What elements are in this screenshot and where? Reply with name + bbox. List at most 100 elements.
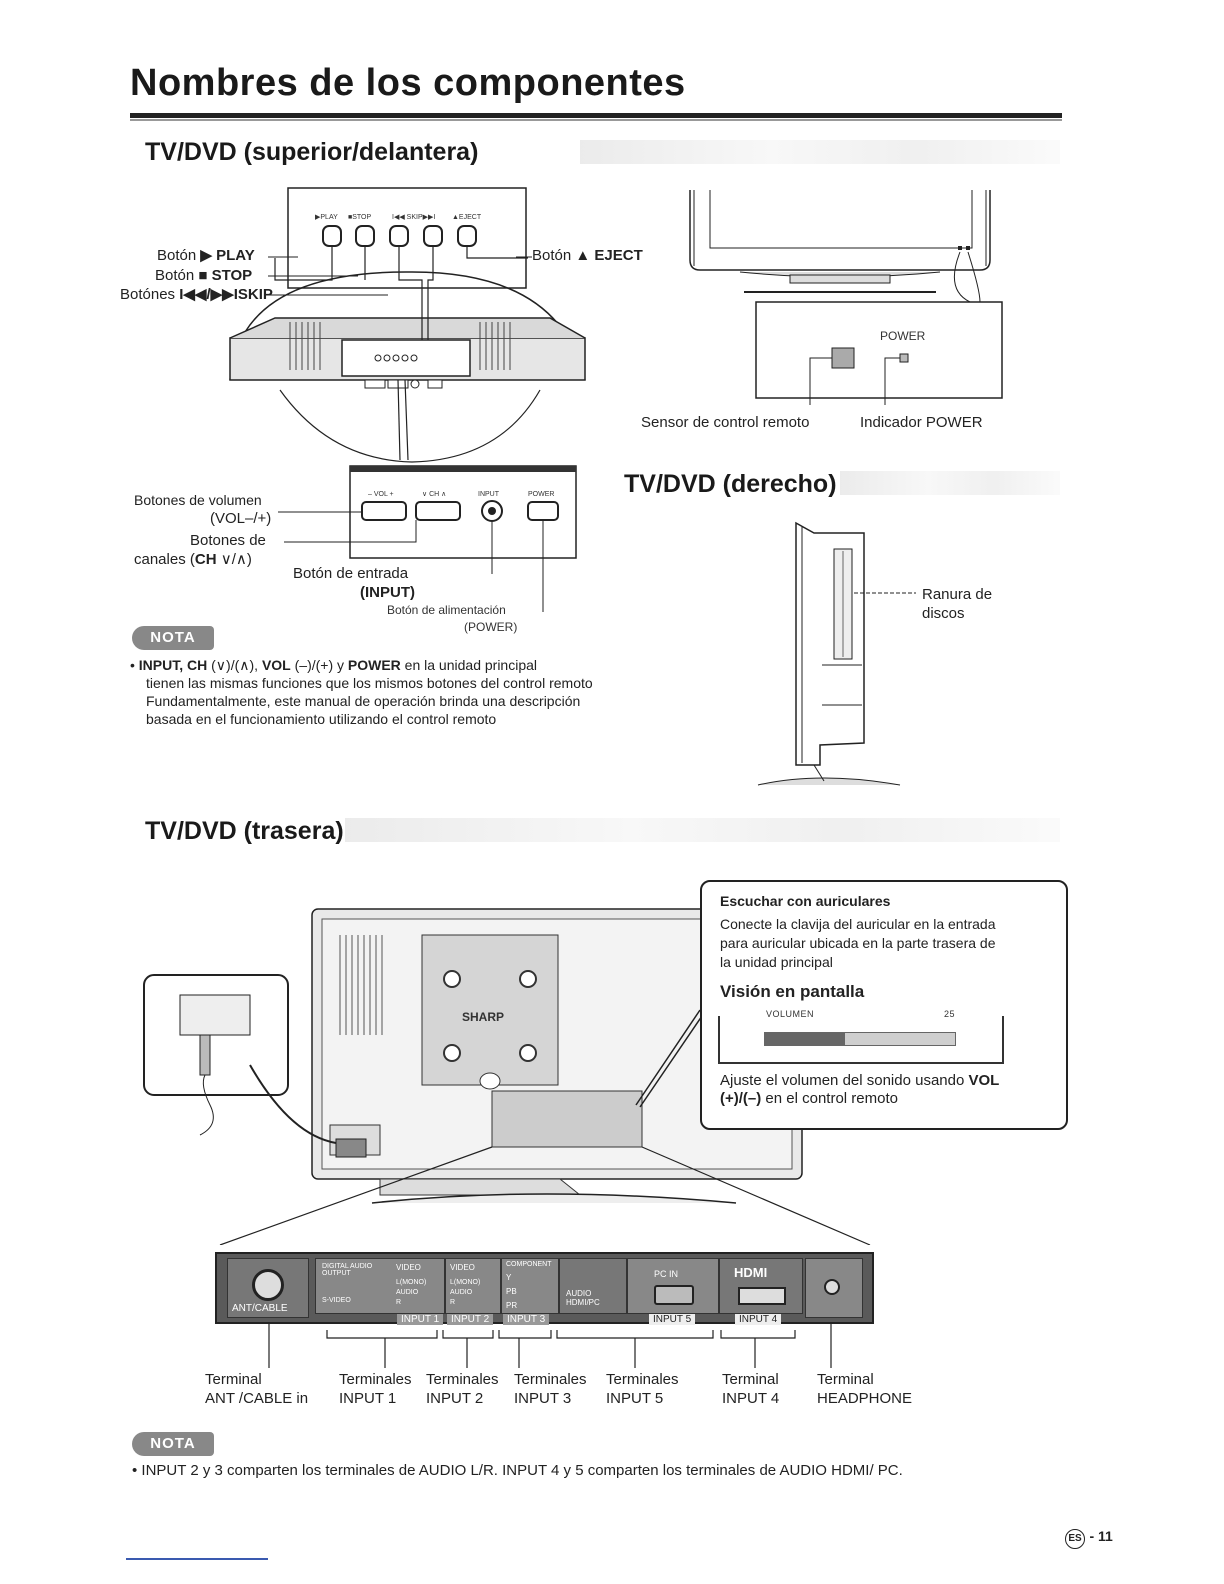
pc-in-block: PC IN [627, 1258, 719, 1314]
r-label-1: R [396, 1299, 402, 1306]
callout-footer-1: Ajuste el volumen del sonido usando VOL [720, 1072, 1000, 1089]
strip-label-eject: ▲EJECT [452, 214, 482, 221]
strip-label-skip: I◀◀ SKIP▶▶I [392, 214, 435, 221]
side-view-diagram [757, 521, 916, 786]
volume-osd-bar [764, 1032, 956, 1046]
power-label-2: (POWER) [464, 620, 518, 634]
note-2-text: • INPUT 2 y 3 comparten los terminales d… [132, 1462, 903, 1479]
video-label-2: VIDEO [450, 1263, 475, 1272]
l-mono-label-1: L(MONO) [396, 1279, 427, 1286]
volume-label-1: Botones de volumen [134, 492, 262, 508]
y-label: Y [506, 1273, 512, 1282]
section-title-top-front: TV/DVD (superior/delantera) [145, 138, 479, 166]
video-label-1: VIDEO [396, 1263, 421, 1272]
input4-tag: INPUT 4 [735, 1314, 782, 1325]
pr-label: PR [506, 1301, 518, 1310]
play-button [322, 225, 342, 247]
hdmi-logo: HDMI [734, 1265, 768, 1280]
page-number: ES - 11 [1065, 1528, 1113, 1549]
power-button [527, 501, 559, 521]
side-control-panel: – VOL + ∨ CH ∧ INPUT POWER [340, 465, 577, 612]
note-1-line-3: Fundamentalmente, este manual de operaci… [146, 693, 581, 709]
headphone-callout [700, 880, 1068, 1130]
section-title-decor [840, 471, 1060, 495]
note-1-text: • INPUT, CH (∨)/(∧), VOL (–)/(+) y POWER… [130, 656, 710, 728]
note-1-line-1: • INPUT, CH (∨)/(∧), VOL (–)/(+) y POWER… [130, 657, 538, 673]
volume-osd: VOLUMEN 25 [718, 1009, 1004, 1064]
brand-logo: SHARP [462, 1010, 504, 1024]
section-title-decor [345, 818, 1060, 842]
headphone-jack [824, 1279, 840, 1295]
l-mono-label-2: L(MONO) [450, 1279, 481, 1286]
page-number-value: - 11 [1089, 1528, 1113, 1544]
s-video-label: S-VIDEO [322, 1297, 351, 1304]
ant-cable-label: ANT/CABLE [232, 1303, 288, 1314]
component-label: COMPONENT [506, 1261, 552, 1268]
channel-label-1: Botones de [190, 532, 266, 549]
rear-terminal-panel: ANT/CABLE DIGITAL AUDIO OUTPUT S-VIDEO V… [215, 1252, 874, 1325]
strip-label-play: ▶PLAY [315, 214, 338, 221]
panel-label-ch: ∨ CH ∧ [422, 491, 446, 498]
play-label: Botón ▶ PLAY [157, 247, 255, 264]
skip-back-button [389, 225, 409, 247]
skip-label: Botónes I◀◀/▶▶ISKIP [120, 286, 273, 303]
volume-osd-label: VOLUMEN [766, 1009, 815, 1019]
volume-label-2: (VOL–/+) [210, 510, 272, 527]
vol-button [361, 501, 407, 521]
title-rule-secondary [130, 119, 1062, 121]
callout-heading-2: Visión en pantalla [720, 982, 865, 1001]
sensor-label: Sensor de control remoto [641, 414, 810, 431]
digital-audio-label: DIGITAL AUDIO OUTPUT [322, 1263, 373, 1277]
front-view-diagram [689, 190, 1003, 405]
nota-badge-2: NOTA [132, 1432, 214, 1456]
headphone-block [805, 1258, 863, 1318]
callout-line-2: para auricular ubicada en la parte trase… [720, 935, 996, 951]
input5-tag: INPUT 5 [649, 1314, 696, 1325]
vga-port [654, 1285, 694, 1305]
disc-slot-label-2: discos [922, 605, 965, 622]
callout-line-1: Conecte la clavija del auricular en la e… [720, 916, 996, 932]
audio-hdmi-pc-label: AUDIO HDMI/PC [566, 1289, 600, 1307]
hdmi-port [738, 1287, 786, 1305]
ant-cable-jack [252, 1269, 284, 1301]
eject-label: Botón ▲ EJECT [532, 247, 643, 264]
disc-slot-label-1: Ranura de [922, 586, 993, 603]
panel-label-input: INPUT [478, 491, 500, 498]
label-leaders [268, 256, 532, 296]
channel-label-2: canales (CH ∨/∧) [134, 551, 252, 568]
panel-leaders [278, 511, 417, 543]
pb-label: PB [506, 1287, 517, 1296]
audio-label-2: AUDIO [450, 1289, 473, 1296]
audio-hdmi-pc-block: AUDIO HDMI/PC [559, 1258, 627, 1314]
strip-label-stop: ■STOP [348, 214, 371, 221]
pc-in-label: PC IN [654, 1269, 679, 1279]
section-title-decor [580, 140, 1060, 164]
stop-button [355, 225, 375, 247]
panel-label-power: POWER [528, 491, 554, 498]
input1-block: DIGITAL AUDIO OUTPUT S-VIDEO VIDEO L(MON… [315, 1258, 445, 1314]
callout-line-3: la unidad principal [720, 954, 833, 970]
section-title-right: TV/DVD (derecho) [624, 470, 837, 498]
input2-block: VIDEO L(MONO) AUDIO R [445, 1258, 501, 1314]
input-label-1: Botón de entrada [293, 565, 409, 582]
callout-footer-2: (+)/(–) en el control remoto [720, 1090, 898, 1107]
front-power-label: POWER [880, 329, 926, 343]
power-indicator-icon [899, 353, 909, 363]
input3-block: COMPONENT Y PB PR [501, 1258, 559, 1314]
terminal-leaders [268, 1322, 832, 1368]
eject-button [457, 225, 477, 247]
remote-sensor-icon [831, 347, 855, 369]
section-title-rear: TV/DVD (trasera) [145, 817, 344, 845]
callout-heading: Escuchar con auriculares [720, 893, 891, 909]
note-1-line-4: basada en el funcionamiento utilizando e… [146, 711, 497, 727]
hdmi-block: HDMI [719, 1258, 803, 1314]
rear-view-diagram: SHARP [143, 908, 871, 1245]
input-label-2: (INPUT) [360, 584, 415, 601]
nota-badge-1: NOTA [132, 626, 214, 650]
